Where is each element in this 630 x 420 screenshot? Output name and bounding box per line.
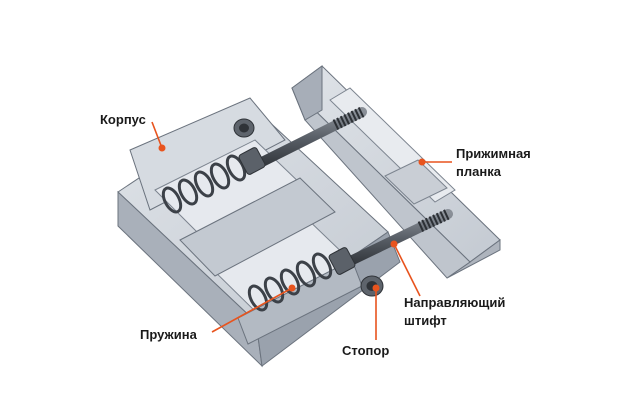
leader-spring: [211, 284, 296, 333]
label-guide-pin-line1: Направляющий: [404, 295, 505, 310]
stopper-lower: [360, 275, 384, 297]
guide-pin-lower: [328, 209, 453, 297]
label-housing: Корпус: [100, 112, 146, 127]
housing-ridge: [179, 177, 336, 277]
leader-housing: [151, 121, 166, 152]
spring-lower: [247, 252, 333, 312]
label-clamp-bar-line1: Прижимная: [456, 146, 531, 161]
stopper-upper: [233, 118, 255, 138]
spring-upper: [161, 154, 247, 214]
label-guide-pin-line2: штифт: [404, 313, 447, 328]
label-stopper: Стопор: [342, 343, 389, 358]
guide-pin-upper: [233, 107, 367, 175]
label-spring: Пружина: [140, 327, 198, 342]
leader-stopper: [372, 284, 380, 340]
leader-clamp-bar: [418, 158, 452, 166]
clamp-bar-step: [384, 159, 448, 205]
label-clamp-bar-line2: планка: [456, 164, 502, 179]
leader-guide-pin: [390, 240, 421, 297]
clamp-bar-end-left: [291, 65, 323, 121]
